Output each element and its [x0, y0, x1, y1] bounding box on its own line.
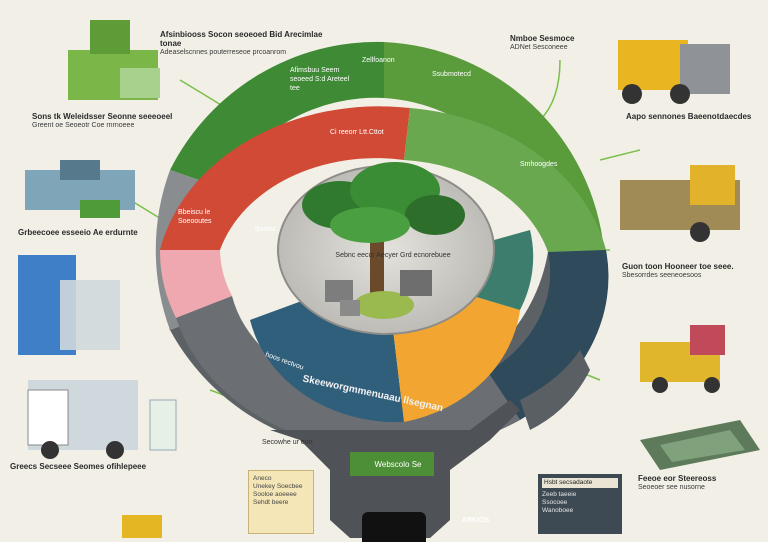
truck-icon — [27, 380, 177, 459]
note-top-right: Nmboe Sesmoce ADNet Sesconeee — [510, 34, 620, 52]
note-right-2-sub: Sbesorrdes seeneoesoos — [622, 272, 702, 279]
conveyor-machine-icon — [25, 160, 135, 218]
ring-text-3: Smhoogdes — [520, 161, 558, 168]
bin-icon — [18, 255, 120, 355]
bottom-card: Aneco Unekey Soecbee Sooloe aoeeee Sehdt… — [248, 470, 314, 534]
info-panel: Hsbt secsadaote Zeeb taeeie Ssocoee Wano… — [538, 474, 622, 534]
bottom-card-line-1: Unekey Soecbee — [253, 483, 303, 490]
ring-text-1: Zellfoanon — [362, 57, 395, 64]
note-mid-left-sub: Greent oe Seoeotr Coe rnrnoeee — [32, 122, 135, 129]
mid-ring-pink — [159, 250, 232, 318]
center-label: Sebnc eecur Aecyer Grd ecnorebuee — [335, 252, 451, 259]
note-right-1: Aapo sennones Baeenotdaecdes — [626, 112, 756, 121]
note-left-3: Grbeecoee esseeio Ae erdurnte — [18, 228, 148, 237]
note-bottom-right-sub: Seoeoer see nusorne — [638, 484, 705, 491]
bottom-card-line-2: Sooloe aoeeee — [253, 491, 297, 498]
sorting-conveyor-icon — [640, 420, 760, 470]
tree-icon — [302, 162, 465, 319]
sector-label-red-top: Ci reeorr Ltt.Cttot — [330, 129, 384, 136]
outer-ring-green-left — [170, 41, 384, 188]
note-right-2-title: Guon toon Hooneer toe seee. — [622, 262, 734, 271]
bulldozer-icon — [640, 325, 725, 393]
info-panel-line-1: Ssocoee — [542, 499, 568, 506]
ring-text-0: Afimsbuu Seem seoeed S:d Areteel tee — [290, 67, 350, 92]
note-top-left-sub: Adeaselscnnes pouterreseoe prcoanrom — [160, 49, 287, 56]
info-panel-header: Hsbt secsadaote — [542, 478, 618, 488]
bottom-card-line-3: Sehdt beere — [253, 499, 289, 506]
loader-icon-top-right — [618, 40, 730, 104]
note-right-1-title: Aapo sennones Baeenotdaecdes — [626, 112, 752, 121]
note-mid-left: Sons tk Weleidsser Seonne seeeoeel Green… — [32, 112, 182, 130]
mid-ring-dark-blue — [488, 250, 609, 420]
bottom-center-text: Webscolo Se — [374, 460, 422, 469]
ring-bottom-text: Secowhe ur eon — [262, 439, 313, 446]
note-top-left-title: Afsinbiooss Socon seoeoed Bid Arecimlae … — [160, 30, 323, 48]
note-mid-left-title: Sons tk Weleidsser Seonne seeeoeel — [32, 112, 173, 121]
note-top-left: Afsinbiooss Socon seoeoed Bid Arecimlae … — [160, 30, 330, 57]
bottom-right-text: ARKIOS — [462, 517, 490, 524]
excavator-icon — [68, 20, 160, 100]
note-bottom-right-title: Feeoe eor Steereoss — [638, 474, 717, 483]
sector-label-red-left-1: Bbeiscu le Soeooutes — [178, 209, 212, 225]
note-top-right-sub: ADNet Sesconeee — [510, 44, 568, 51]
mid-ring-red — [160, 106, 410, 250]
mid-ring-green — [404, 108, 606, 252]
note-bottom-left-title: Greecs Secseee Seomes ofihlepeee — [10, 462, 147, 471]
note-right-2: Guon toon Hooneer toe seee. Sbesorrdes s… — [622, 262, 758, 280]
note-left-3-title: Grbeecoee esseeio Ae erdurnte — [18, 228, 138, 237]
bottom-card-line-0: Aneco — [253, 475, 272, 482]
crusher-icon — [620, 165, 740, 242]
note-bottom-left: Greecs Secseee Seomes ofihlepeee — [10, 462, 160, 471]
info-panel-line-2: Wanoboee — [542, 507, 574, 514]
bottom-black-box — [362, 512, 426, 542]
info-panel-line-0: Zeeb taeeie — [542, 491, 577, 498]
sector-label-red-left-2: Bastac — [255, 226, 277, 233]
bottom-green-plate — [350, 452, 434, 476]
ring-text-2: Ssubmotecd — [432, 71, 471, 78]
note-bottom-right: Feeoe eor Steereoss Seoeoer see nusorne — [638, 474, 758, 492]
mini-loader-icon — [122, 515, 162, 538]
note-top-right-title: Nmboe Sesmoce — [510, 34, 575, 43]
right-swoosh — [520, 350, 590, 430]
